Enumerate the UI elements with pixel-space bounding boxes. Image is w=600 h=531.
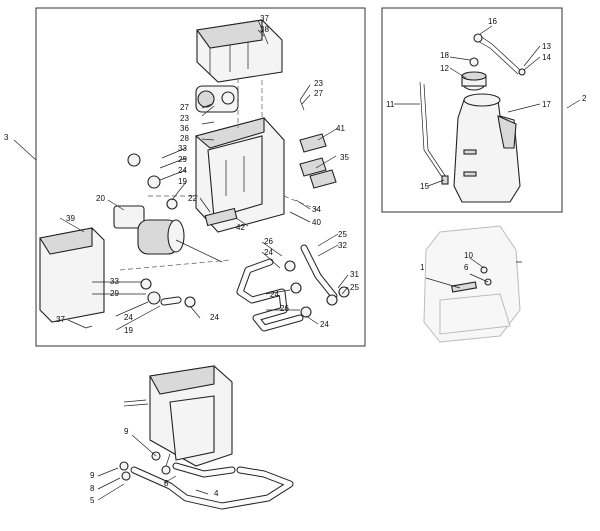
cover-assembly: [423, 225, 522, 343]
callout-25: 25: [350, 283, 359, 292]
callout-11: 11: [386, 100, 395, 109]
fittings-left: [127, 153, 196, 308]
top-cover-part: [196, 19, 283, 83]
callout-19: 19: [124, 326, 133, 335]
callout-8: 8: [90, 484, 95, 493]
callout-42: 42: [236, 223, 245, 232]
callout-24: 24: [270, 290, 279, 299]
callout-29: 29: [110, 289, 119, 298]
callout-37: 37: [260, 14, 269, 23]
callout-9: 9: [124, 427, 129, 436]
reservoir-box-part: [194, 117, 285, 233]
callout-38: 38: [260, 25, 269, 34]
callout-15: 15: [420, 182, 429, 191]
callout-32: 32: [338, 241, 347, 250]
callout-2: 2: [582, 94, 587, 103]
bottom-hose-frame: [119, 451, 294, 510]
callout-12: 12: [440, 64, 449, 73]
bottle-cap-part: [461, 71, 487, 91]
assembly-lines: [119, 78, 319, 271]
callout-1: 1: [420, 263, 425, 272]
callout-13: 13: [542, 42, 551, 51]
solenoid-valve-part: [113, 205, 223, 263]
callout-36: 36: [180, 124, 189, 133]
callout-24: 24: [320, 320, 329, 329]
callout-8: 8: [164, 479, 169, 488]
callout-22: 22: [188, 194, 197, 203]
callout-27: 27: [314, 89, 323, 98]
callout-40: 40: [312, 218, 321, 227]
callout-28: 28: [180, 134, 189, 143]
fittings-right: [299, 133, 337, 189]
callout-24: 24: [178, 166, 187, 175]
callout-25: 25: [338, 230, 347, 239]
callout-37: 37: [56, 315, 65, 324]
callout-24: 24: [264, 248, 273, 257]
bottle-part: [453, 93, 521, 203]
bottom-unit-part: [123, 365, 233, 467]
bracket-part: [204, 207, 238, 227]
callout-4: 4: [214, 489, 219, 498]
main-panel-frame: [35, 7, 366, 347]
bottle-panel: [381, 7, 581, 213]
callout-33: 33: [110, 277, 119, 286]
callout-18: 18: [440, 51, 449, 60]
bottle-tubing: [419, 33, 526, 185]
callout-5: 5: [90, 496, 95, 505]
side-panel-part: [39, 227, 105, 323]
callout-24: 24: [210, 313, 219, 322]
callout-17: 17: [542, 100, 551, 109]
callout-26: 26: [264, 237, 273, 246]
callout-23: 23: [180, 114, 189, 123]
callout-20: 20: [96, 194, 105, 203]
main-exploded-panel: [13, 7, 366, 347]
callout-39: 39: [66, 214, 75, 223]
callout-34: 34: [312, 205, 321, 214]
callout-labels: 37 38 23 27 27 23 36 28 41 33 29 24 19 3…: [4, 14, 587, 505]
callout-14: 14: [542, 53, 551, 62]
hose-loop: [236, 244, 350, 332]
callout-19: 19: [178, 177, 187, 186]
callout-3: 3: [4, 133, 9, 142]
callout-26: 26: [280, 304, 289, 313]
callout-16: 16: [488, 17, 497, 26]
callout-10: 10: [464, 251, 473, 260]
callout-23: 23: [314, 79, 323, 88]
callout-31: 31: [350, 270, 359, 279]
panel-3-leader: [13, 139, 37, 161]
callout-27: 27: [180, 103, 189, 112]
callout-24: 24: [124, 313, 133, 322]
callout-41: 41: [336, 124, 345, 133]
bottle-panel-frame: [381, 7, 563, 213]
callout-6: 6: [464, 263, 469, 272]
callout-35: 35: [340, 153, 349, 162]
callout-29: 29: [178, 155, 187, 164]
bottom-assembly: [97, 365, 294, 510]
callout-33: 33: [178, 144, 187, 153]
callout-9: 9: [90, 471, 95, 480]
pump-part: [195, 85, 239, 113]
